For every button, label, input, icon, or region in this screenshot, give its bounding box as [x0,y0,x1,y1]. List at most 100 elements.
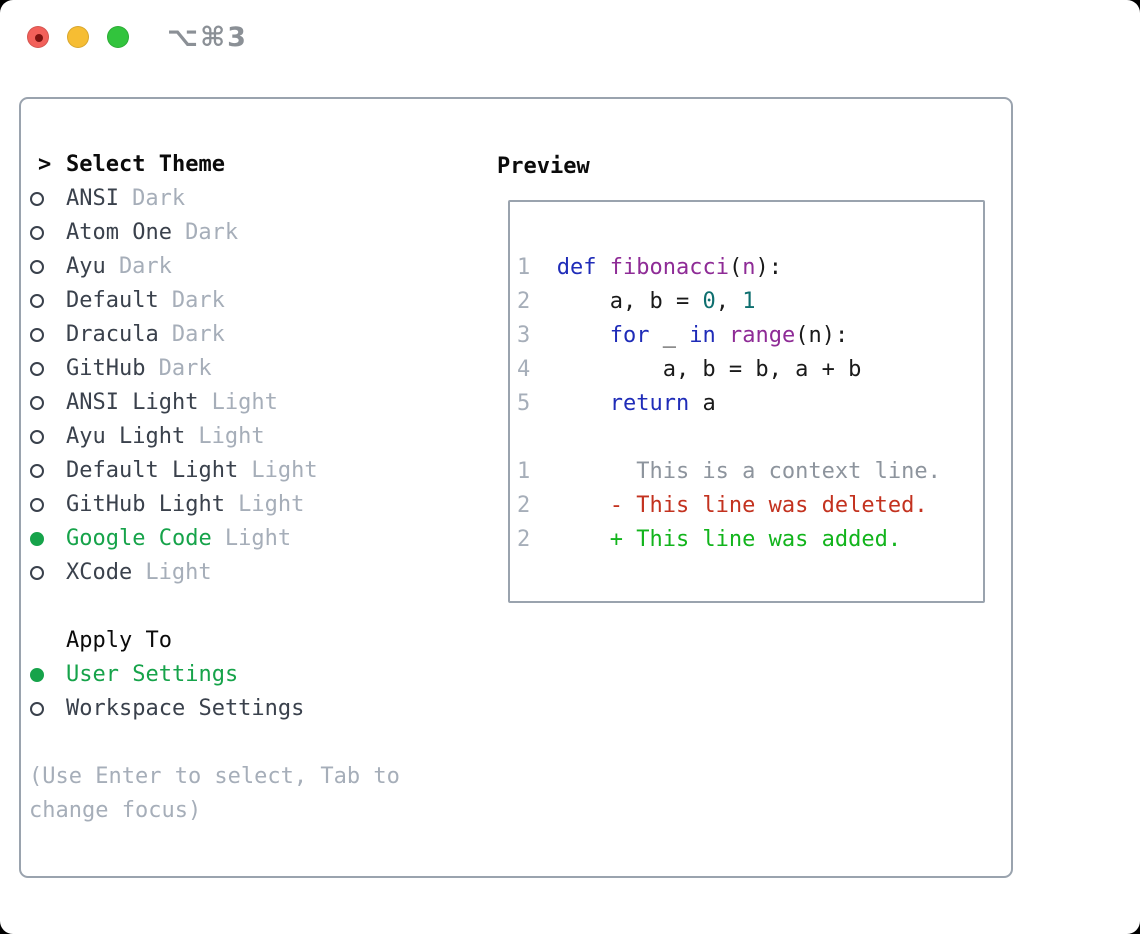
theme-name: Ayu [66,254,106,279]
code-line [517,421,941,455]
radio-dot-icon [30,328,44,342]
radio-dot-icon [30,702,44,716]
theme-option[interactable]: XCode Light [29,556,469,590]
main-panel [19,97,1013,878]
radio-icon [29,352,66,386]
code-token [557,323,610,348]
line-number: 5 [517,391,531,416]
theme-variant-tag: Light [238,492,305,517]
code-token: range [728,323,796,348]
apply-option-label: Workspace Settings [66,696,305,721]
zoom-button-icon[interactable] [107,26,129,48]
apply-option[interactable]: Workspace Settings [29,692,469,726]
radio-dot-icon [30,498,44,512]
radio-selected-icon [29,658,66,692]
radio-icon [29,692,66,726]
minimize-button-icon[interactable] [67,26,89,48]
apply-option[interactable]: User Settings [29,658,469,692]
theme-option[interactable]: Ayu Dark [29,250,469,284]
window-title: ⌥⌘3 [167,22,248,53]
theme-name: XCode [66,560,133,585]
radio-dot-icon [30,566,44,580]
line-number: 3 [517,323,531,348]
theme-name: Dracula [66,322,159,347]
radio-dot-icon [30,668,44,682]
theme-option[interactable]: Ayu Light Light [29,420,469,454]
radio-icon [29,250,66,284]
select-theme-header-label: Select Theme [66,152,225,177]
line-number: 2 [517,527,531,552]
code-token [596,255,609,280]
line-number: 2 [517,289,531,314]
theme-name: ANSI [66,186,119,211]
code-token: in [689,323,716,348]
theme-variant-tag: Dark [158,356,212,381]
radio-icon [29,488,66,522]
radio-dot-icon [30,226,44,240]
code-token: def [556,255,597,280]
line-number: 1 [517,459,531,484]
code-token: This is a context line. [556,459,941,484]
theme-variant-tag: Light [251,458,318,483]
theme-option[interactable]: GitHub Dark [29,352,469,386]
radio-dot-icon [30,464,44,478]
code-token: (n): [795,323,849,348]
theme-name: Default [66,288,159,313]
radio-dot-icon [30,294,44,308]
select-theme-header: >Select Theme [29,148,469,182]
code-token: , [715,289,743,314]
code-line: 2 a, b = 0, 1 [517,285,941,319]
code-token: _ [649,323,690,348]
code-token [557,391,610,416]
radio-icon [29,182,66,216]
code-token: return [609,391,690,416]
code-token [716,323,729,348]
code-token: - This line was deleted. [556,493,928,518]
theme-variant-tag: Light [145,560,212,585]
theme-option[interactable]: Default Light Light [29,454,469,488]
code-token: ( [728,255,743,280]
code-token: a, b = b, a + b [556,357,862,382]
theme-option[interactable]: Google Code Light [29,522,469,556]
theme-name: Ayu Light [66,424,186,449]
theme-variant-tag: Light [224,526,292,551]
line-number: 4 [517,357,531,382]
close-button-icon[interactable] [27,26,49,48]
radio-dot-icon [30,192,44,206]
line-number: 1 [517,255,531,280]
theme-variant-tag: Dark [132,186,186,211]
help-text-line2: change focus) [29,798,202,823]
code-token: n [742,255,756,280]
code-token: fibonacci [609,255,729,280]
radio-icon [29,216,66,250]
code-line: 1 This is a context line. [517,455,941,489]
code-line: 2 - This line was deleted. [517,489,941,523]
theme-name: GitHub [66,356,146,381]
line-number: 2 [517,493,531,518]
radio-dot-icon [30,260,44,274]
theme-variant-tag: Dark [118,254,172,279]
spacer [29,726,469,760]
apply-to-header: Apply To [66,628,172,653]
radio-icon [29,318,66,352]
radio-dot-icon [30,532,44,546]
spacer [29,590,469,624]
code-line: 3 for _ in range(n): [517,319,941,353]
radio-icon [29,284,66,318]
code-token: 1 [742,289,756,314]
theme-variant-tag: Light [198,424,265,449]
theme-name: Default Light [66,458,239,483]
theme-option[interactable]: ANSI Dark [29,182,469,216]
theme-name: Google Code [66,526,212,551]
radio-dot-icon [30,396,44,410]
